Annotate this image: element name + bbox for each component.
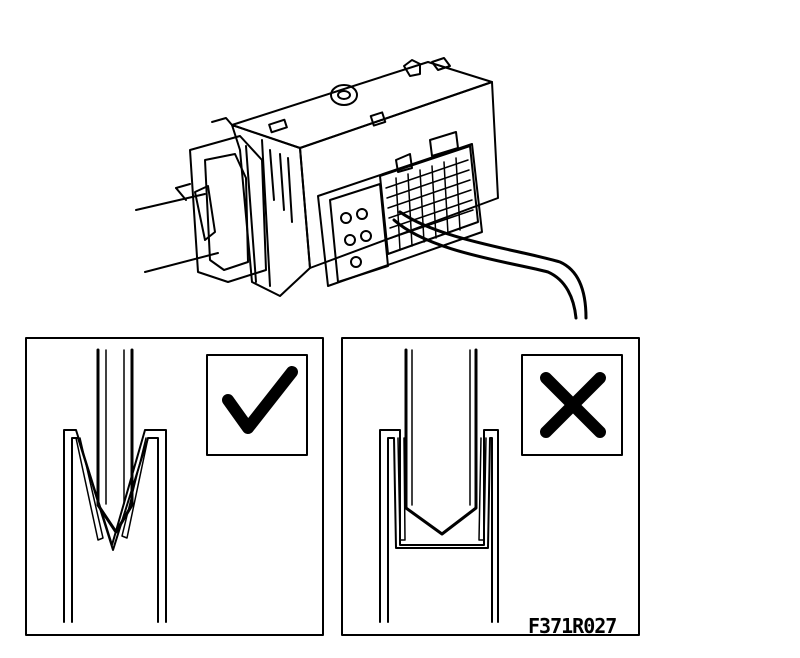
terminal-socket-incorrect: [379, 429, 499, 623]
panel-correct-frame: [25, 337, 324, 636]
rear-boot: [175, 135, 267, 283]
terminal-socket-correct: [63, 429, 167, 623]
connector-illustration: [135, 57, 588, 320]
cross-icon: [521, 354, 623, 456]
panel-correct: [25, 337, 324, 636]
incoming-cable: [135, 193, 219, 273]
probe-cable: [392, 210, 588, 320]
test-probe-wide: [404, 348, 478, 536]
check-icon: [206, 354, 308, 456]
connector-face: [317, 143, 483, 287]
test-probe-thin: [96, 348, 134, 534]
panel-incorrect: [341, 337, 640, 636]
reference-code: F371R027: [528, 614, 617, 638]
panel-incorrect-frame: [341, 337, 640, 636]
connector-body: [211, 57, 499, 297]
